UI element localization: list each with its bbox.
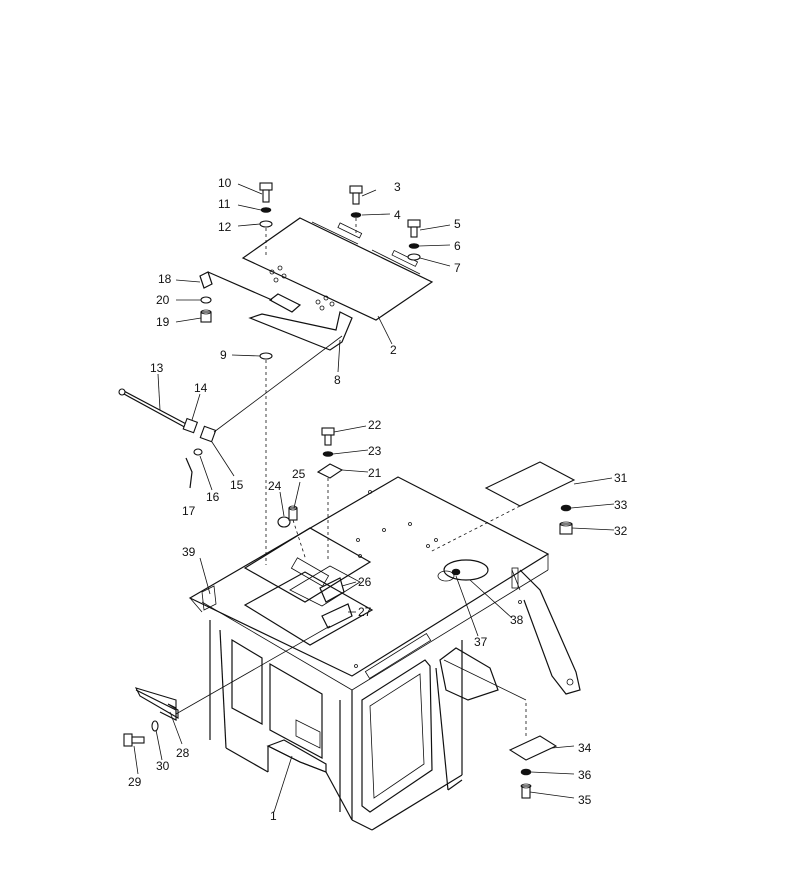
clip-18 bbox=[199, 271, 273, 301]
label-14: 14 bbox=[194, 381, 208, 395]
label-6: 6 bbox=[454, 239, 461, 253]
label-26: 26 bbox=[358, 575, 372, 589]
pin-16 bbox=[193, 448, 203, 456]
label-17: 17 bbox=[182, 504, 196, 518]
label-3: 3 bbox=[394, 180, 401, 194]
label-15: 15 bbox=[230, 478, 244, 492]
washer-9 bbox=[259, 352, 273, 360]
bolt-3 bbox=[349, 185, 363, 205]
label-9: 9 bbox=[220, 348, 227, 362]
leader-lines bbox=[133, 183, 615, 813]
label-31: 31 bbox=[614, 471, 628, 485]
label-18: 18 bbox=[158, 272, 172, 286]
washer-4 bbox=[350, 212, 362, 218]
bolt-35 bbox=[520, 783, 532, 799]
label-1: 1 bbox=[270, 809, 277, 823]
label-13: 13 bbox=[150, 361, 164, 375]
label-5: 5 bbox=[454, 217, 461, 231]
label-20: 20 bbox=[156, 293, 170, 307]
spring-pin-17 bbox=[185, 457, 193, 489]
label-33: 33 bbox=[614, 498, 628, 512]
washer-30 bbox=[151, 720, 159, 732]
washer-23 bbox=[322, 451, 334, 457]
nut-14 bbox=[182, 417, 199, 434]
label-24: 24 bbox=[268, 479, 282, 493]
label-23: 23 bbox=[368, 444, 382, 458]
label-39: 39 bbox=[182, 545, 196, 559]
label-25: 25 bbox=[292, 467, 306, 481]
cab-body bbox=[188, 476, 581, 831]
label-21: 21 bbox=[368, 466, 382, 480]
washer-6 bbox=[408, 243, 420, 249]
washer-11 bbox=[260, 207, 272, 213]
label-32: 32 bbox=[614, 524, 628, 538]
part-labels: 1 2 3 4 5 6 7 8 9 10 11 12 13 14 15 16 1… bbox=[128, 176, 628, 823]
bolt-29 bbox=[123, 733, 145, 747]
bolt-10 bbox=[259, 182, 273, 203]
bolt-25 bbox=[288, 505, 298, 521]
washer-12 bbox=[259, 220, 273, 228]
handle bbox=[248, 311, 353, 351]
label-35: 35 bbox=[578, 793, 592, 807]
label-10: 10 bbox=[218, 176, 232, 190]
nut-15 bbox=[199, 425, 217, 443]
label-2: 2 bbox=[390, 343, 397, 357]
label-4: 4 bbox=[394, 208, 401, 222]
grommet-24 bbox=[277, 516, 291, 528]
label-27: 27 bbox=[358, 605, 372, 619]
label-12: 12 bbox=[218, 220, 232, 234]
washer-33 bbox=[560, 504, 572, 512]
label-30: 30 bbox=[156, 759, 170, 773]
label-11: 11 bbox=[218, 197, 231, 211]
label-8: 8 bbox=[334, 373, 341, 387]
cover-plate-34 bbox=[508, 735, 558, 761]
bolt-22 bbox=[321, 427, 335, 446]
label-37: 37 bbox=[474, 635, 488, 649]
cover-plate-21 bbox=[316, 463, 344, 479]
label-7: 7 bbox=[454, 261, 461, 275]
label-29: 29 bbox=[128, 775, 142, 789]
washer-20 bbox=[200, 296, 212, 304]
bolt-5 bbox=[407, 219, 421, 238]
washer-36 bbox=[520, 768, 532, 776]
bolt-32 bbox=[559, 521, 573, 535]
label-34: 34 bbox=[578, 741, 592, 755]
clip-26 bbox=[319, 577, 345, 603]
label-19: 19 bbox=[156, 315, 170, 329]
label-28: 28 bbox=[176, 746, 190, 760]
label-22: 22 bbox=[368, 418, 382, 432]
washer-7 bbox=[407, 253, 421, 261]
clip-27 bbox=[321, 603, 353, 629]
label-16: 16 bbox=[206, 490, 220, 504]
cover-plate-31 bbox=[484, 461, 576, 507]
label-36: 36 bbox=[578, 768, 592, 782]
rod-13 bbox=[118, 388, 191, 431]
nut-19 bbox=[200, 309, 212, 323]
floor-plate bbox=[241, 217, 434, 321]
label-38: 38 bbox=[510, 613, 524, 627]
